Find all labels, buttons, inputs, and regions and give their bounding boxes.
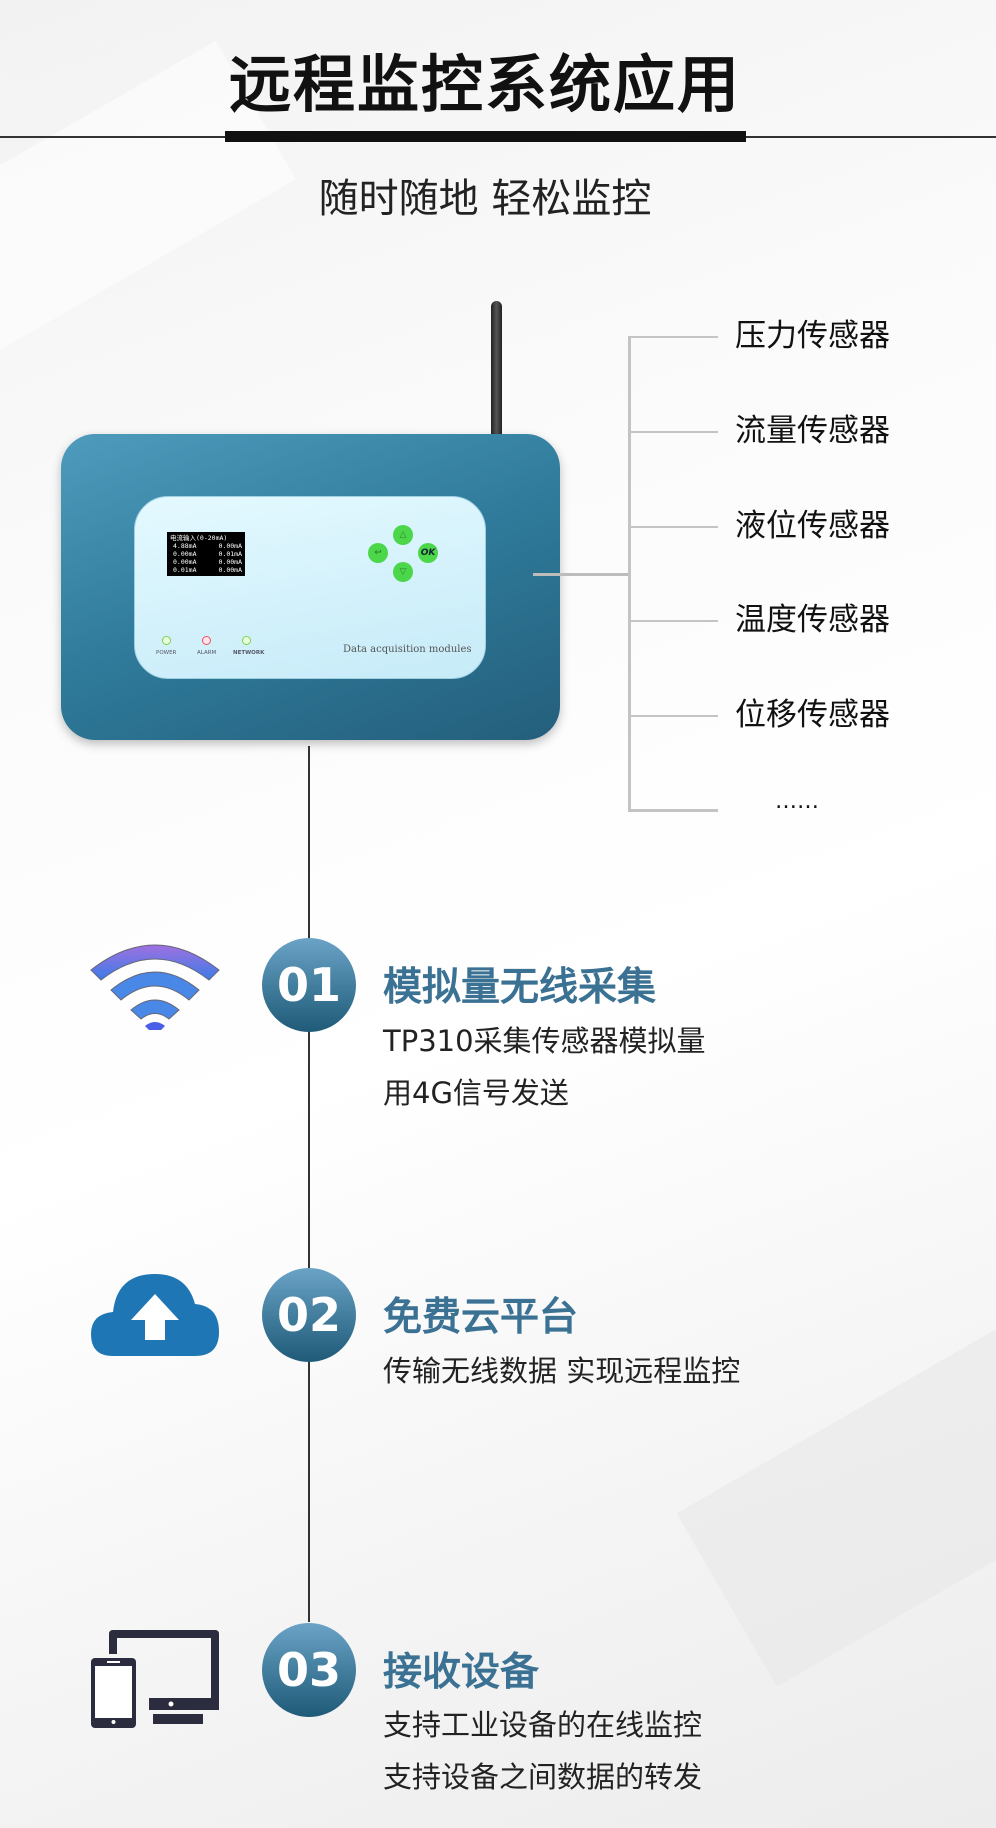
screen-row: 0.00mA 0.01mA bbox=[170, 550, 242, 558]
devices-icon bbox=[91, 1630, 219, 1728]
screen-value: 0.00mA bbox=[173, 558, 197, 566]
page-subtitle: 随时随地 轻松监控 bbox=[318, 176, 652, 222]
step-title: 免费云平台 bbox=[383, 1295, 579, 1340]
branch-line bbox=[629, 715, 718, 717]
sensor-label: 位移传感器 bbox=[735, 697, 890, 733]
step-description: 用4G信号发送 bbox=[383, 1076, 569, 1110]
screen-title: 电流输入(0-20mA) bbox=[170, 534, 228, 542]
step-description: TP310采集传感器模拟量 bbox=[383, 1024, 706, 1058]
power-led bbox=[162, 636, 171, 645]
timeline-line bbox=[308, 746, 310, 1622]
sensor-label: 温度传感器 bbox=[735, 602, 890, 638]
branch-line bbox=[629, 336, 718, 338]
title-underline bbox=[225, 131, 746, 142]
alarm-led bbox=[202, 636, 211, 645]
step-description: 支持工业设备的在线监控 bbox=[383, 1708, 703, 1742]
ok-button[interactable]: OK bbox=[418, 543, 438, 563]
screen-value: 4.88mA bbox=[173, 542, 197, 550]
branch-line bbox=[629, 526, 718, 528]
step-description: 传输无线数据 实现远程监控 bbox=[383, 1354, 741, 1388]
step-number-badge: 03 bbox=[262, 1623, 356, 1717]
step-description: 支持设备之间数据的转发 bbox=[383, 1760, 703, 1794]
sensor-ellipsis: …… bbox=[775, 789, 819, 814]
down-button[interactable]: ▽ bbox=[393, 562, 413, 582]
step-title: 模拟量无线采集 bbox=[383, 965, 657, 1010]
bracket-line bbox=[628, 336, 631, 812]
branch-line bbox=[629, 809, 718, 812]
screen-value: 0.00mA bbox=[173, 550, 197, 558]
branch-line bbox=[629, 620, 718, 622]
screen-value: 0.01mA bbox=[218, 550, 242, 558]
device-front-panel bbox=[134, 496, 486, 679]
step-title: 接收设备 bbox=[383, 1650, 540, 1695]
sensor-label: 流量传感器 bbox=[735, 413, 890, 449]
back-button[interactable]: ↩ bbox=[368, 543, 388, 563]
alarm-label: ALARM bbox=[197, 650, 217, 656]
network-led bbox=[242, 636, 251, 645]
cloud-upload-icon bbox=[91, 1274, 219, 1356]
wifi-icon bbox=[90, 944, 220, 1030]
branch-line bbox=[629, 431, 718, 433]
device-label: Data acquisition modules bbox=[343, 644, 472, 655]
screen-value: 0.00mA bbox=[218, 566, 242, 574]
screen-value: 0.00mA bbox=[218, 558, 242, 566]
antenna bbox=[491, 301, 502, 441]
connector-line bbox=[533, 573, 630, 576]
screen-row: 0.00mA 0.00mA bbox=[170, 558, 242, 566]
screen-value: 0.00mA bbox=[218, 542, 242, 550]
page-title: 远程监控系统应用 bbox=[228, 48, 741, 121]
network-label: NETWORK bbox=[233, 650, 265, 656]
screen-value: 0.01mA bbox=[173, 566, 197, 574]
up-button[interactable]: △ bbox=[393, 525, 413, 545]
screen-row: 0.01mA 0.00mA bbox=[170, 566, 242, 574]
sensor-label: 液位传感器 bbox=[735, 508, 890, 544]
screen-row: 4.88mA 0.00mA bbox=[170, 542, 242, 550]
sensor-label: 压力传感器 bbox=[735, 318, 890, 354]
step-number-badge: 01 bbox=[262, 938, 356, 1032]
step-number-badge: 02 bbox=[262, 1268, 356, 1362]
power-label: POWER bbox=[156, 650, 177, 656]
